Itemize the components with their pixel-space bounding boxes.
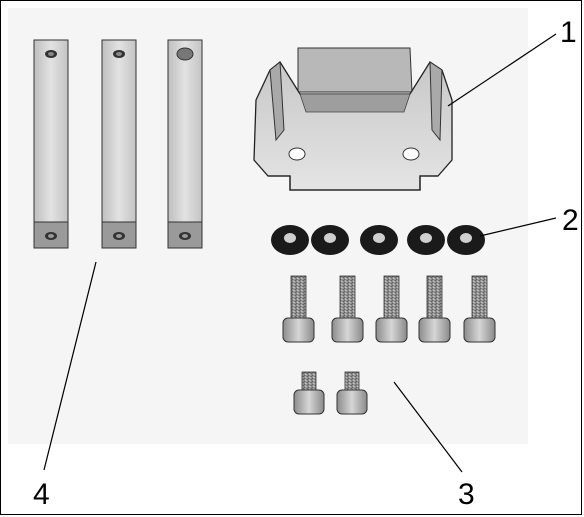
leader-line-1 [447,33,557,107]
socket-head-screw-icon [375,275,408,343]
standoff-bar-icon [167,39,203,249]
callout-1: 1 [560,16,577,49]
leader-line-2 [479,217,557,237]
washer-icon [311,225,349,255]
callout-3: 3 [458,478,475,511]
washer-icon [360,225,398,255]
leader-line-4 [43,261,97,471]
socket-head-screw-icon [331,275,364,343]
socket-head-screw-icon [293,371,325,415]
washer-icon [407,225,445,255]
callout-4: 4 [33,478,50,511]
socket-head-screw-icon [463,275,496,343]
bracket-icon [253,47,453,191]
washer-icon [447,225,485,255]
callout-2: 2 [562,204,579,237]
leader-line-3 [393,381,463,473]
socket-head-screw-icon [418,275,451,343]
socket-head-screw-icon [336,371,368,415]
standoff-bar-icon [101,39,137,249]
socket-head-screw-icon [282,275,315,343]
washer-icon [271,225,309,255]
standoff-bar-icon [33,39,69,249]
